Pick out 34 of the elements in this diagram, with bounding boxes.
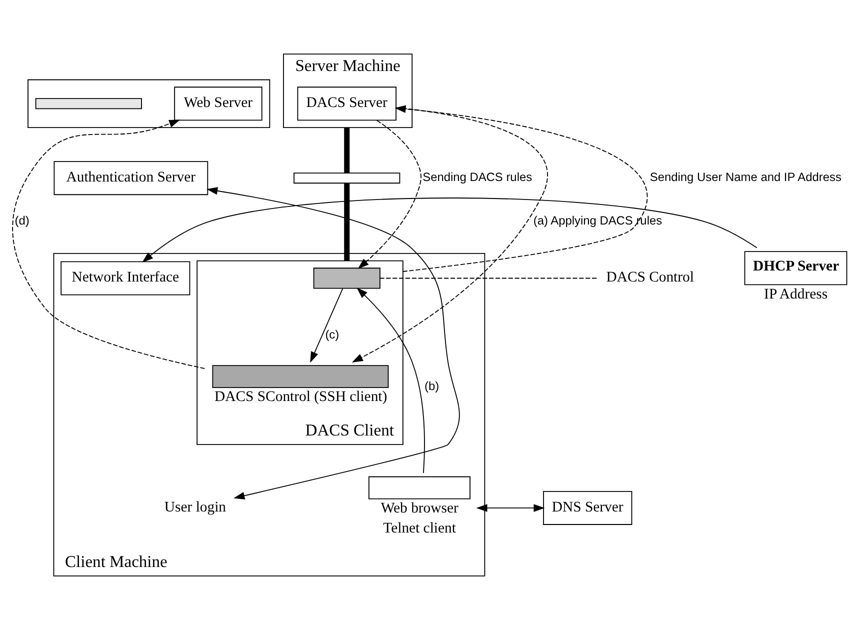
node-box: Network Interface bbox=[60, 261, 190, 296]
edge-label: Sending User Name and IP Address bbox=[650, 170, 842, 184]
node-box: Web Server bbox=[174, 86, 262, 121]
node-box: Authentication Server bbox=[54, 161, 208, 196]
arrow bbox=[394, 105, 648, 272]
connector bbox=[344, 128, 350, 173]
edge-label: (c) bbox=[325, 327, 340, 342]
edge-label: (b) bbox=[424, 378, 440, 393]
node-label: Telnet client bbox=[383, 520, 456, 537]
node-box: DACS Server bbox=[297, 86, 396, 121]
connector bbox=[380, 278, 598, 279]
node-text: User login bbox=[164, 499, 226, 516]
node-text: DACS Control bbox=[606, 270, 694, 286]
edge-label: Sending DACS rules bbox=[422, 170, 532, 184]
node-bar bbox=[294, 172, 400, 184]
node-label: DACS SControl (SSH client) bbox=[214, 389, 388, 406]
connector bbox=[344, 183, 350, 261]
node-box bbox=[313, 268, 380, 289]
node-box: DNS Server bbox=[543, 490, 632, 525]
node-label: IP Address bbox=[764, 286, 828, 302]
edge-label: (d) bbox=[14, 213, 30, 228]
node-box: DHCP Server bbox=[744, 251, 848, 286]
node-label: Web browser bbox=[380, 500, 458, 516]
node-bar bbox=[35, 98, 142, 110]
arrow bbox=[356, 288, 425, 474]
arrow bbox=[310, 288, 344, 363]
arrow bbox=[358, 120, 422, 269]
arrow bbox=[352, 107, 548, 362]
arrow bbox=[142, 198, 758, 262]
arrow bbox=[476, 504, 545, 512]
edge-label: (a) Applying DACS rules bbox=[533, 213, 662, 228]
arrow bbox=[12, 120, 206, 369]
arrow bbox=[206, 187, 460, 500]
node-box bbox=[368, 476, 470, 500]
